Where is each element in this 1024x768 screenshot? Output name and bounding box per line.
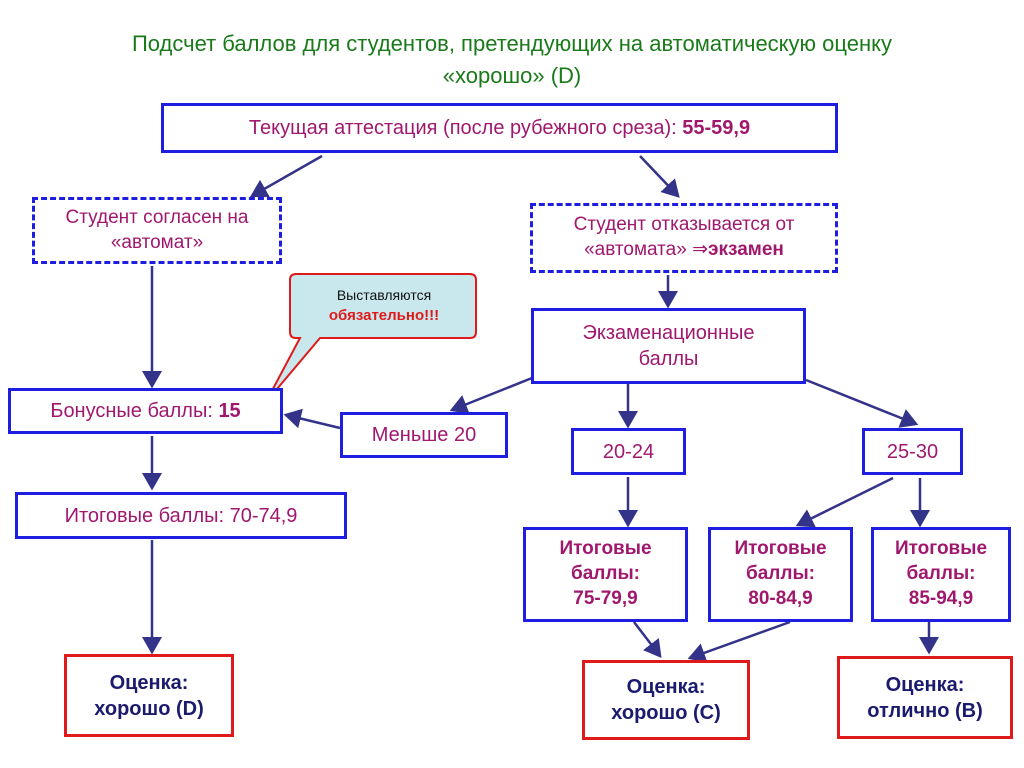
total-2-line-3: 80-84,9 [748, 587, 813, 609]
grade-c-line-1: Оценка: [626, 676, 706, 698]
grade-b-line-2: отлично (B) [867, 699, 983, 722]
exam-word: экзамен [708, 239, 784, 260]
total-2-line-1: Итоговые [734, 538, 827, 560]
total-points-left-label: Итоговые баллы: 70-74,9 [64, 504, 298, 527]
total-1-line-3: 75-79,9 [573, 587, 638, 609]
total-3-line-2: баллы: [906, 563, 976, 585]
arrow-exam-to-less20 [449, 376, 533, 414]
callout-bubble [265, 273, 477, 403]
exam-points-box: Экзаменационные баллы [531, 308, 806, 384]
range-25-30-label: 25-30 [886, 440, 939, 463]
grade-d-line-2: хорошо (D) [94, 697, 204, 720]
exam-points-line-1: Экзаменационные [582, 322, 755, 344]
arrow-total2-to-grade-c [687, 620, 791, 663]
student-refuses-box: Студент отказывается от «автомата» ⇒экзам… [530, 203, 838, 273]
arrow-less20-to-bonus [283, 408, 341, 430]
grade-excellent-b-box: Оценка: отлично (B) [837, 656, 1013, 739]
grade-c-line-2: хорошо (C) [611, 702, 721, 724]
total-2-line-2: баллы: [746, 563, 815, 585]
implies-arrow-icon: ⇒ [692, 239, 708, 260]
student-agrees-line-1: Студент согласен на [65, 206, 249, 228]
grade-good-d-box: Оценка: хорошо (D) [64, 654, 234, 737]
title-line-1: Подсчет баллов для студентов, претендующ… [131, 31, 893, 56]
current-attestation-value: 55-59,9 [682, 117, 751, 139]
grade-d-line-1: Оценка: [109, 671, 189, 694]
page-title: Подсчет баллов для студентов, претендующ… [40, 28, 984, 92]
bonus-points-box: Бонусные баллы: 15 [8, 388, 283, 434]
grade-good-c-box: Оценка: хорошо (C) [582, 660, 750, 740]
total-1-line-1: Итоговые [559, 538, 652, 560]
range-20-24-box: 20-24 [571, 428, 686, 475]
total-1-line-2: баллы: [571, 563, 640, 585]
arrow-current-to-agree [249, 154, 323, 198]
arrow-25-30-to-total2 [795, 476, 894, 528]
arrow-current-to-refuse [639, 155, 680, 198]
callout-note: Выставляются обязательно!!! [292, 279, 476, 333]
less-than-20-box: Меньше 20 [340, 412, 508, 458]
current-attestation-box: Текущая аттестация (после рубежного срез… [161, 103, 838, 153]
student-agrees-line-2: «автомат» [110, 231, 204, 253]
current-attestation-label: Текущая аттестация (после рубежного срез… [248, 117, 683, 139]
total-points-box-1: Итоговые баллы:75-79,9 [523, 527, 688, 622]
total-3-line-3: 85-94,9 [908, 587, 974, 609]
total-points-left-box: Итоговые баллы: 70-74,9 [15, 492, 347, 539]
total-points-box-3: Итоговые баллы:85-94,9 [871, 527, 1011, 622]
student-refuses-line-1: Студент отказывается от [573, 214, 795, 236]
range-25-30-box: 25-30 [862, 428, 963, 475]
callout-line-2: обязательно!!! [328, 307, 440, 325]
exam-points-line-2: баллы [638, 348, 699, 370]
bonus-points-value: 15 [218, 400, 241, 422]
bonus-points-label: Бонусные баллы: [50, 400, 219, 422]
arrow-exam-to-25-30 [805, 378, 919, 428]
total-3-line-1: Итоговые [894, 538, 988, 560]
student-refuses-line-2: «автомата» [584, 239, 693, 260]
arrow-total1-to-grade-c [633, 621, 662, 658]
total-points-box-2: Итоговые баллы:80-84,9 [708, 527, 853, 622]
less-than-20-label: Меньше 20 [371, 424, 477, 446]
title-line-2: «хорошо» (D) [442, 63, 582, 88]
range-20-24-label: 20-24 [602, 440, 655, 463]
student-agrees-box: Студент согласен на «автомат» [32, 197, 282, 264]
callout-line-1: Выставляются [336, 286, 432, 303]
grade-b-line-1: Оценка: [885, 673, 965, 696]
